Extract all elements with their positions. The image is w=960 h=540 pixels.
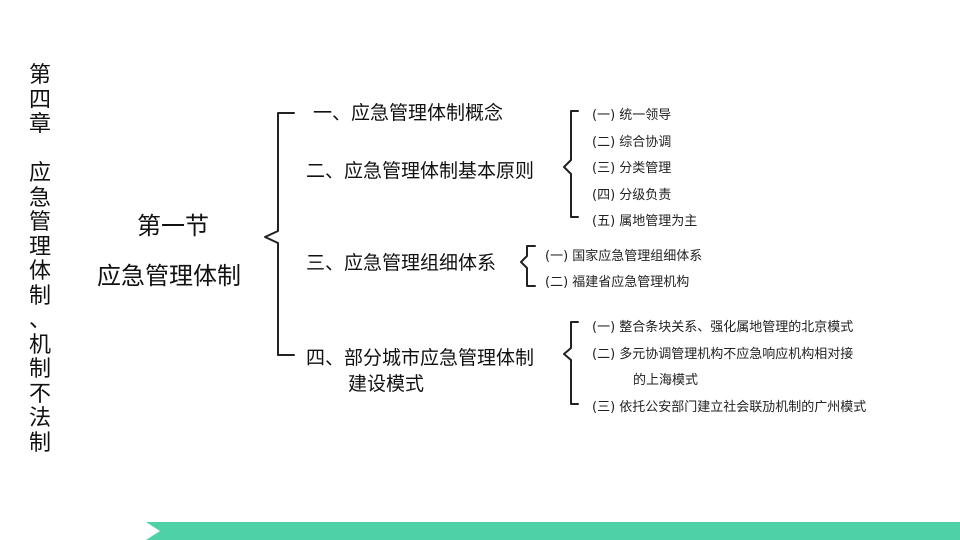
branch-city-models-line1: 四、部分城市应急管理体制 <box>306 347 535 369</box>
model-item: (三) 依托公安部门建立社会联劢机制的广州模式 <box>592 400 867 415</box>
principle-item: (二) 综合协调 <box>592 135 672 150</box>
principle-item: (一) 统一领导 <box>592 108 672 123</box>
system-item: (一) 国家应急管理组细体系 <box>545 249 703 264</box>
principle-item: (四) 分级负责 <box>592 188 672 203</box>
chapter-char: 制 <box>28 357 51 382</box>
chapter-char: 机 <box>28 332 51 358</box>
chapter-char: 第 <box>28 63 51 88</box>
model-item: (二) 多元协调管理机构不应急响应机构相对接 <box>592 347 854 362</box>
principle-item: (五) 属地管理为主 <box>592 214 698 229</box>
chapter-char: 应 <box>28 161 51 186</box>
chapter-char: 不 <box>28 381 51 407</box>
system-bracket <box>520 245 536 287</box>
branch-concept: 一、应急管理体制概念 <box>313 102 504 124</box>
chapter-char: 章 <box>28 112 51 137</box>
model-item-continued: 的上海模式 <box>633 373 699 388</box>
chapter-char: 急 <box>28 185 51 211</box>
chapter-char: 理 <box>28 234 51 260</box>
chapter-char: 法 <box>28 406 51 431</box>
branch-system: 三、应急管理组细体系 <box>306 252 497 274</box>
chapter-char: 、 <box>28 308 51 333</box>
branch-principles: 二、应急管理体制基本原则 <box>306 160 535 182</box>
models-bracket <box>563 321 579 405</box>
chapter-vertical-title: 第 四 章 应 急 管 理 体 制 、 机 制 不 法 制 <box>24 63 56 456</box>
chapter-char: 制 <box>28 430 51 456</box>
principle-item: (三) 分类管理 <box>592 161 672 176</box>
chapter-char: 管 <box>28 210 51 235</box>
main-bracket <box>264 112 295 356</box>
chapter-char: 体 <box>28 259 51 284</box>
principles-bracket <box>563 110 579 218</box>
section-title: 应急管理体制 <box>97 262 241 290</box>
chapter-char: 制 <box>28 283 51 309</box>
section-number: 第一节 <box>137 212 209 240</box>
system-item: (二) 福建省应急管理机构 <box>545 275 690 290</box>
chapter-char: 四 <box>28 87 51 113</box>
model-item: (一) 整合条块关系、强化属地管理的北京模式 <box>592 320 854 335</box>
branch-city-models-line2: 建设模式 <box>348 373 425 395</box>
footer-accent-bar <box>146 522 960 540</box>
